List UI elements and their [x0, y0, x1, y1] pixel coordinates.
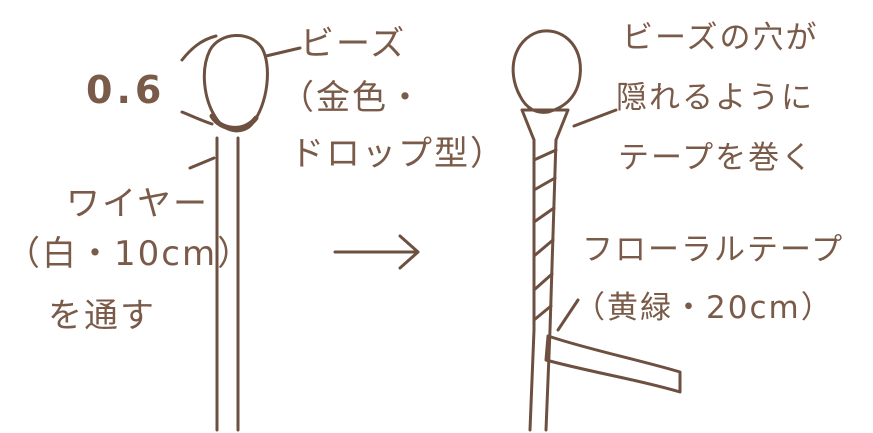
tape-label-line2: （黄緑・20cm）	[574, 290, 834, 326]
bead-leader	[264, 46, 302, 58]
arrow	[333, 234, 420, 270]
tape-label-line1: フローラルテープ	[582, 232, 845, 268]
tape-winding	[532, 148, 558, 322]
bead-size-label: 0.6	[86, 68, 166, 112]
bead-label-line3: ドロップ型）	[290, 134, 506, 174]
tape-strip	[544, 334, 682, 394]
stem-right-2	[544, 138, 558, 432]
wire-leader	[188, 156, 216, 170]
wire-label-line2: （白・10cm）	[6, 234, 254, 274]
note-leader	[572, 108, 618, 128]
tape-cone-right	[520, 108, 570, 142]
bead-label-line1: ビーズ	[300, 24, 407, 64]
bead-cap-left	[209, 113, 259, 131]
size-leader-top	[180, 34, 218, 62]
wire-label-line1: ワイヤー	[66, 184, 209, 224]
note-line3: テープを巻く	[618, 140, 815, 176]
tape-leader	[556, 298, 580, 332]
wire-label-line3: を通す	[48, 296, 156, 336]
bead-right	[511, 29, 582, 114]
note-line1: ビーズの穴が	[622, 20, 819, 56]
note-line2: 隠れるように	[616, 80, 814, 116]
bead-label-line2: （金色・	[280, 78, 424, 118]
stem-right-1	[528, 138, 536, 432]
size-leader-bottom	[180, 110, 214, 126]
